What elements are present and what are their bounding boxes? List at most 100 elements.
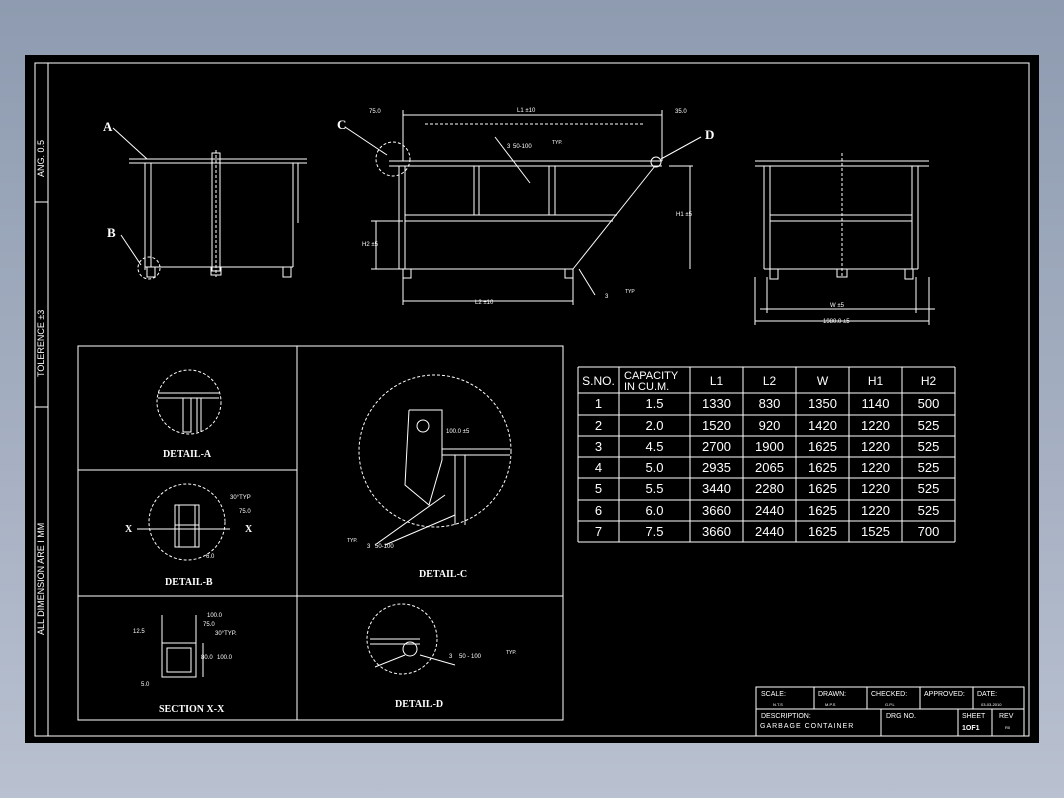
table-cell: 1625 [808,460,837,475]
dim-l2: L2 ±10 [475,300,494,306]
table-cell: 1350 [808,396,837,411]
details-panel [77,345,564,721]
date-value: 03-03-2010 [981,702,1002,707]
table-cell: 7 [595,524,602,539]
weld-bottom-size: 3 [605,294,609,300]
weld-top-typ: TYP. [552,140,562,146]
table-header: H2 [921,374,937,388]
table-cell: 1625 [808,481,837,496]
detail-d-weld-length: 50 - 100 [459,654,482,660]
table-cell: 1220 [861,460,890,475]
table-cell: 6 [595,503,602,518]
dim-w: W ±5 [830,303,845,309]
table-cell: 1900 [755,439,784,454]
callout-a: A [103,119,113,134]
table-cell: 1625 [808,524,837,539]
detail-a-label: DETAIL-A [163,449,212,460]
table-cell: 6.0 [645,503,663,518]
detail-b-x-left: X [125,524,133,535]
detail-b-label: DETAIL-B [165,577,213,588]
checked-value: G.P.L [885,702,895,707]
detail-d-label: DETAIL-D [395,699,443,710]
front-view [344,110,702,305]
section-dim-125: 12.5 [133,629,145,635]
table-header: W [817,374,829,388]
table-cell: 2.0 [645,418,663,433]
table-cell: 3 [595,439,602,454]
detail-b-dim75: 75.0 [239,509,251,515]
rev-label: REV [999,713,1014,720]
table-cell: 4 [595,460,602,475]
detail-c-weld: 3 [367,544,371,550]
table-cell: 1625 [808,439,837,454]
detail-c-weld-length: 50-100 [375,544,394,550]
table-header: S.NO. [582,374,615,388]
detail-b-x-right: X [245,524,253,535]
table-cell: 2065 [755,460,784,475]
table-cell: 1.5 [645,396,663,411]
section-dim-75: 75.0 [203,622,215,628]
table-cell: 2280 [755,481,784,496]
dim-h2: H2 ±5 [362,242,379,248]
callout-c: C [337,117,346,132]
table-cell: 4.5 [645,439,663,454]
table-cell: 1220 [861,439,890,454]
table-cell: 525 [918,439,940,454]
approved-label: APPROVED: [924,691,965,698]
section-dim-30: 30°TYP. [215,631,237,637]
table-cell: 1525 [861,524,890,539]
table-cell: 3660 [702,524,731,539]
table-header: H1 [868,374,884,388]
table-cell: 1420 [808,418,837,433]
table-cell: 700 [918,524,940,539]
table-cell: 2 [595,418,602,433]
drg-no-label: DRG NO. [886,713,916,720]
weld-bottom-typ: TYP [625,289,635,295]
drawing-canvas: ANG. 0.5 TOLERENCE ±3 ALL DIMENSION ARE … [34,62,1030,737]
table-cell: 3440 [702,481,731,496]
table-cell: 525 [918,418,940,433]
table-cell: 5 [595,481,602,496]
detail-b-dim6: 6.0 [206,554,215,560]
table-header: L1 [710,374,724,388]
dim-right-35: 35.0 [675,109,687,115]
section-dim-80: 80.0 [201,655,213,661]
table-cell: 2440 [755,524,784,539]
table-cell: 1625 [808,503,837,518]
dim-overall-w: 1980.0 ±5 [823,319,850,325]
description-label: DESCRIPTION: [761,713,811,720]
dim-l1: L1 ±10 [517,108,536,114]
section-dim-100b: 100.0 [217,655,233,661]
table-cell: 500 [918,396,940,411]
callout-d: D [705,127,714,142]
detail-c-typ: TYP. [347,538,357,544]
outer-border [34,62,1030,737]
section-xx-label: SECTION X-X [159,704,225,715]
table-cell: 2440 [755,503,784,518]
detail-d-weld: 3 [449,654,453,660]
drawing-sheet: ANG. 0.5 TOLERENCE ±3 ALL DIMENSION ARE … [25,55,1039,743]
left-end-view [112,127,307,280]
rev-value: R0 [1005,725,1011,730]
section-dim-5: 5.0 [141,682,150,688]
detail-c-label: DETAIL-C [419,569,467,580]
table-header: L2 [763,374,777,388]
title-block [755,686,1025,737]
tolerance-note: TOLERENCE ±3 [36,310,46,377]
table-header: CAPACITY [624,370,679,382]
table-cell: 1 [595,396,602,411]
table-cell: 1220 [861,418,890,433]
table-cell: 1520 [702,418,731,433]
drawn-label: DRAWN: [818,691,846,698]
table-cell: 5.5 [645,481,663,496]
scale-label: SCALE: [761,691,786,698]
angle-note: ANG. 0.5 [36,140,46,177]
section-dim-100: 100.0 [207,613,223,619]
table-cell: 830 [759,396,781,411]
drawn-value: M.P.S [825,702,836,707]
detail-c-dim: 100.0 ±5 [446,429,470,435]
description-value: GARBAGE CONTAINER [760,723,854,730]
table-cell: 525 [918,503,940,518]
callout-b: B [107,225,116,240]
